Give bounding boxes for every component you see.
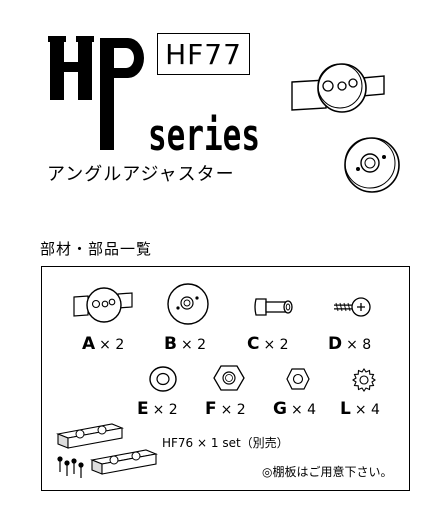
part-c-drawing bbox=[254, 298, 293, 316]
screws bbox=[57, 456, 84, 478]
part-l-label: L× 4 bbox=[340, 399, 380, 419]
bracket-lower bbox=[90, 449, 158, 475]
part-g-drawing bbox=[286, 368, 310, 390]
hf76-accessory-text: HF76 × 1 set（別売） bbox=[162, 436, 289, 450]
parts-list-box bbox=[41, 266, 410, 491]
part-f-label: F× 2 bbox=[205, 399, 246, 419]
adjuster-illustration-a bbox=[291, 63, 385, 113]
model-number: HF77 bbox=[165, 37, 242, 71]
part-b-label: B× 2 bbox=[164, 334, 207, 354]
shelf-board-note: ◎棚板はご用意下さい。 bbox=[262, 465, 393, 479]
part-b-drawing bbox=[167, 283, 209, 325]
part-f-drawing bbox=[213, 365, 245, 391]
bracket-upper bbox=[56, 423, 124, 449]
part-g-label: G× 4 bbox=[273, 399, 317, 419]
adjuster-illustration-b bbox=[344, 137, 400, 193]
part-e-label: E× 2 bbox=[137, 399, 178, 419]
model-number-box: HF77 bbox=[157, 33, 250, 75]
part-l-drawing bbox=[352, 368, 376, 392]
hf76-set-drawing bbox=[56, 423, 158, 478]
parts-list-heading: 部材・部品一覧 bbox=[40, 240, 153, 258]
part-a-label: A× 2 bbox=[82, 334, 125, 354]
part-d-drawing bbox=[334, 297, 371, 317]
hp-series-logo: series bbox=[48, 36, 260, 161]
part-c-label: C× 2 bbox=[247, 334, 289, 354]
product-name: アングルアジャスター bbox=[47, 164, 235, 185]
part-a-drawing bbox=[73, 287, 133, 323]
part-e-drawing bbox=[149, 366, 177, 392]
logo-series-word: series bbox=[148, 110, 260, 161]
logo-letter-p bbox=[100, 38, 144, 150]
part-d-label: D× 8 bbox=[328, 334, 372, 354]
logo-letter-h bbox=[48, 36, 94, 100]
